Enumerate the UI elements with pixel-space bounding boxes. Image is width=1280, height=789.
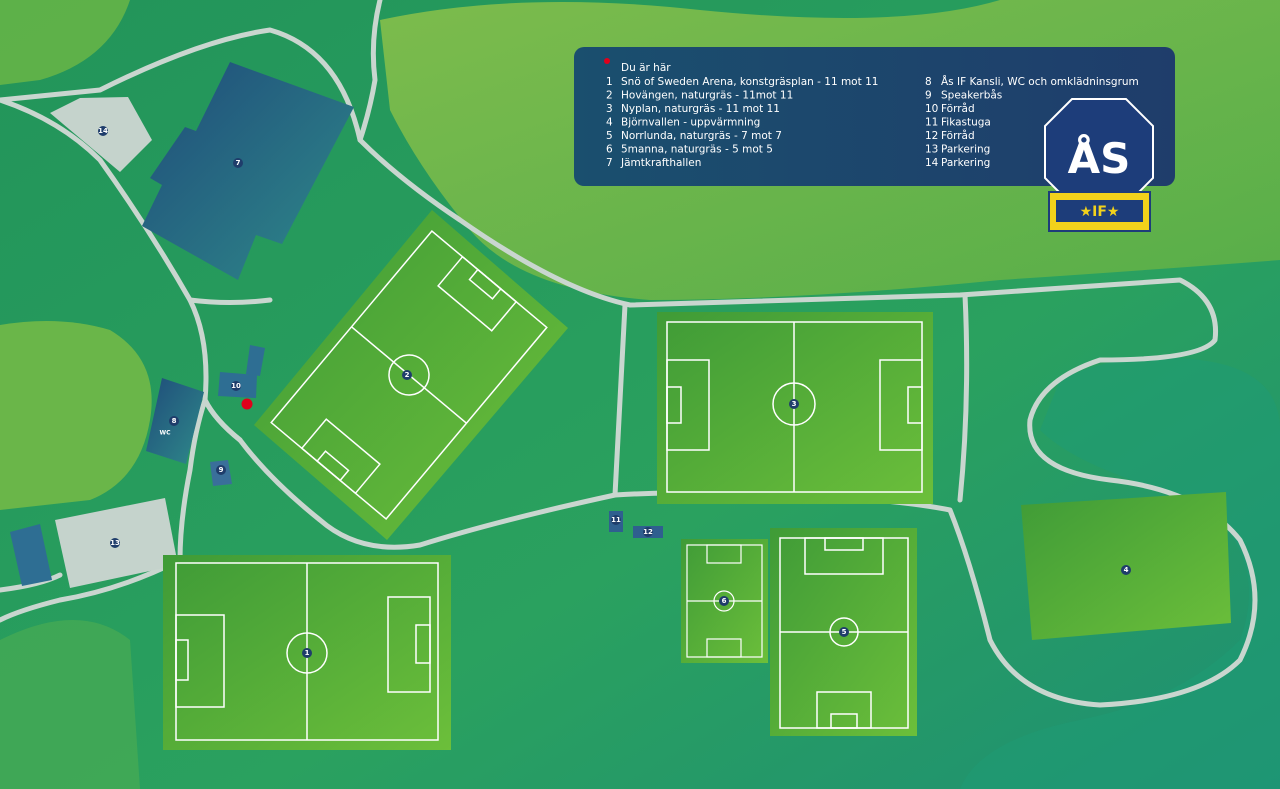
- svg-text:12: 12: [643, 528, 653, 536]
- svg-text:5: 5: [842, 628, 847, 636]
- legend-item-label: Jämtkrafthallen: [620, 157, 701, 169]
- marker-13[interactable]: 13: [110, 538, 120, 548]
- legend-item-label: Förråd: [941, 129, 975, 142]
- legend-item-label: Hovängen, naturgräs - 11mot 11: [621, 90, 793, 102]
- pitch-6: [681, 539, 768, 663]
- legend-item-label: Nyplan, naturgräs - 11 mot 11: [621, 103, 780, 115]
- legend-item-label: 5manna, naturgräs - 5 mot 5: [621, 144, 773, 156]
- legend-item-label: Parkering: [941, 157, 990, 169]
- svg-text:ÅS: ÅS: [1068, 133, 1131, 183]
- legend-item-label: Björnvallen - uppvärmning: [621, 117, 760, 129]
- legend-item-label: Ås IF Kansli, WC och omklädninsgrum: [941, 75, 1139, 88]
- wc-label: WC: [159, 430, 171, 437]
- legend-item-number: 9: [925, 90, 932, 102]
- svg-text:4: 4: [1124, 566, 1129, 574]
- legend-item-number: 10: [925, 103, 938, 115]
- svg-text:10: 10: [231, 382, 241, 390]
- legend-item-number: 5: [606, 130, 613, 142]
- legend-item-label: Snö of Sweden Arena, konstgräsplan - 11 …: [621, 76, 878, 88]
- legend-item-number: 12: [925, 130, 938, 142]
- legend-item-number: 4: [606, 117, 613, 129]
- svg-text:9: 9: [219, 466, 224, 474]
- marker-1[interactable]: 1: [302, 648, 312, 658]
- svg-text:6: 6: [722, 597, 727, 605]
- marker-6[interactable]: 6: [719, 596, 729, 606]
- you-are-here-dot: [241, 398, 253, 410]
- svg-text:14: 14: [98, 127, 108, 135]
- building-10a: [246, 345, 265, 376]
- marker-8[interactable]: 8: [169, 416, 179, 426]
- light-grass-left: [0, 321, 152, 510]
- legend-item-number: 2: [606, 90, 613, 102]
- marker-12[interactable]: 12: [643, 527, 653, 537]
- legend-item-label: Fikastuga: [941, 117, 991, 129]
- walking-paths: [0, 0, 1258, 708]
- svg-text:2: 2: [405, 371, 410, 379]
- legend-item-number: 6: [606, 144, 613, 156]
- legend-here-dot: [604, 58, 610, 64]
- marker-3[interactable]: 3: [789, 399, 799, 409]
- marker-7[interactable]: 7: [233, 158, 243, 168]
- legend-item-label: Speakerbås: [941, 89, 1002, 102]
- svg-text:8: 8: [172, 417, 177, 425]
- legend-item-number: 13: [925, 144, 938, 156]
- legend-here-label: Du är här: [621, 62, 671, 74]
- svg-text:★IF★: ★IF★: [1080, 204, 1120, 220]
- marker-9[interactable]: 9: [216, 465, 226, 475]
- building-parking-shed: [10, 524, 52, 586]
- marker-5[interactable]: 5: [839, 627, 849, 637]
- legend-item-number: 14: [925, 157, 939, 169]
- light-grass-bottomleft: [0, 620, 140, 789]
- svg-text:13: 13: [110, 539, 120, 547]
- marker-10[interactable]: 10: [231, 381, 241, 391]
- legend-panel: Du är här 1 Snö of Sweden Arena, konstgrä…: [574, 47, 1175, 186]
- legend-item-label: Förråd: [941, 102, 975, 115]
- teal-area-right: [960, 357, 1280, 789]
- legend-item-number: 1: [606, 76, 613, 88]
- svg-text:7: 7: [236, 159, 241, 167]
- svg-text:1: 1: [305, 649, 310, 657]
- legend-item-label: Parkering: [941, 144, 990, 156]
- legend-item-label: Norrlunda, naturgräs - 7 mot 7: [621, 130, 782, 142]
- light-grass-topleft: [0, 0, 130, 85]
- legend-item-number: 11: [925, 117, 938, 129]
- svg-text:11: 11: [611, 516, 621, 524]
- marker-14[interactable]: 14: [98, 126, 108, 136]
- legend-item-number: 7: [606, 157, 613, 169]
- marker-2[interactable]: 2: [402, 370, 412, 380]
- as-if-logo: ÅS ★IF★: [1044, 98, 1154, 232]
- marker-11[interactable]: 11: [611, 515, 621, 525]
- legend-item-number: 3: [606, 103, 613, 115]
- marker-4[interactable]: 4: [1121, 565, 1131, 575]
- building-jamtkrafthallen: [142, 62, 354, 280]
- svg-text:3: 3: [792, 400, 797, 408]
- legend-item-number: 8: [925, 76, 932, 88]
